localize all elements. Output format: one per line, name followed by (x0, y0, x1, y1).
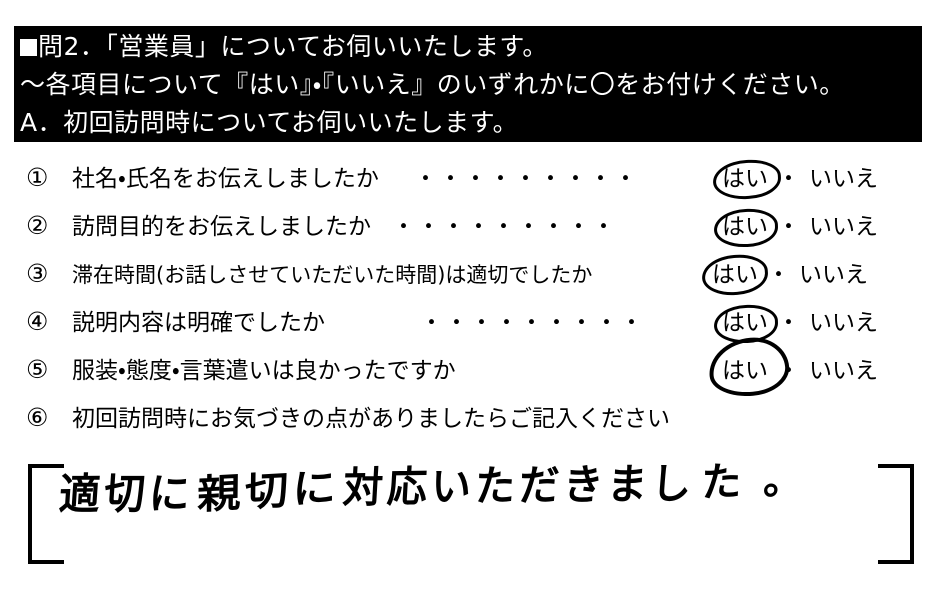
handwritten-part-4: た 。 (700, 455, 809, 507)
question-row-2: ② 訪問目的をお伝えしましたか ・・・・・・・・・ はい・いいえ (0, 204, 944, 252)
handwritten-part-1: 適切に (57, 468, 196, 520)
header-line-1-text: 問2．「営業員」についてお伺いいたします。 (38, 32, 548, 61)
question-row-4: ④ 説明内容は明確でしたか ・・・・・・・・・ はい・いいえ (0, 300, 944, 348)
answer-separator-1: ・ (777, 166, 800, 192)
filled-square-icon (20, 39, 37, 56)
question-row-5: ⑤ 服装・態度・言葉遣いは良かったですか はい・いいえ (0, 334, 944, 400)
answer-choices-1: はい・いいえ (712, 158, 878, 201)
question-number-4: ④ (26, 307, 49, 336)
question-text-2: 訪問目的をお伝えしましたか (72, 214, 371, 240)
answer-no-5[interactable]: いいえ (809, 358, 878, 384)
answer-no-4[interactable]: いいえ (809, 310, 878, 336)
answer-choices-3: はい・いいえ (700, 252, 868, 298)
answer-no-3[interactable]: いいえ (799, 262, 868, 288)
question-text-6: 初回訪問時にお気づきの点がありましたらご記入ください (72, 406, 670, 432)
answer-yes-4[interactable]: はい (713, 303, 779, 345)
answer-yes-label-5: はい (722, 358, 768, 384)
question-number-3: ③ (26, 259, 49, 288)
answer-no-2[interactable]: いいえ (809, 214, 878, 240)
dot-leader-1: ・・・・・・・・・ (414, 166, 639, 192)
answer-yes-label-3: はい (712, 262, 758, 288)
dot-leader-2: ・・・・・・・・・ (392, 214, 617, 240)
answer-yes-1[interactable]: はい (712, 158, 782, 201)
answer-choices-5: はい・いいえ (706, 334, 878, 400)
answer-separator-3: ・ (767, 262, 790, 288)
question-text-5: 服装・態度・言葉遣いは良かったですか (72, 358, 456, 384)
question-number-5: ⑤ (26, 355, 49, 384)
header-line-1: 問2．「営業員」についてお伺いいたします。 (20, 28, 922, 66)
question-number-6: ⑥ (26, 403, 49, 432)
answer-yes-label-1: はい (722, 166, 768, 192)
handwritten-part-2: 親切に (197, 463, 341, 519)
answer-yes-5[interactable]: はい (706, 334, 792, 400)
answer-choices-4: はい・いいえ (713, 303, 878, 345)
question-row-1: ① 社名・氏名をお伝えしましたか ・・・・・・・・・ はい・いいえ (0, 156, 944, 204)
question-row-3: ③ 滞在時間(お話しさせていただいた時間)は適切でしたか はい・いいえ (0, 252, 944, 300)
question-list: ① 社名・氏名をお伝えしましたか ・・・・・・・・・ はい・いいえ ② 訪問目的… (0, 156, 944, 444)
answer-separator-2: ・ (777, 214, 800, 240)
question-text-3: 滞在時間(お話しさせていただいた時間)は適切でしたか (72, 263, 593, 287)
question-number-2: ② (26, 211, 49, 240)
comment-bracket-left-icon (28, 464, 64, 564)
header-line-2: 〜各項目について『はい』・『いいえ』のいずれかに〇をお付けください。 (20, 70, 845, 99)
answer-yes-3[interactable]: はい (700, 252, 770, 298)
answer-no-1[interactable]: いいえ (809, 166, 878, 192)
question-number-1: ① (26, 163, 49, 192)
header-line-3: A．初回訪問時についてお伺いいたします。 (20, 108, 519, 137)
answer-yes-label-4: はい (722, 310, 768, 336)
answer-yes-2[interactable]: はい (713, 207, 779, 249)
handwritten-comment-text: 適切に親切に対応いただきました 。 (57, 450, 809, 526)
handwritten-part-3: 対応いただきまし (341, 459, 697, 513)
question-row-6: ⑥ 初回訪問時にお気づきの点がありましたらご記入ください (0, 396, 944, 444)
question-text-4: 説明内容は明確でしたか (72, 310, 325, 336)
question-text-1: 社名・氏名をお伝えしましたか (72, 166, 379, 192)
answer-separator-4: ・ (777, 310, 800, 336)
answer-yes-label-2: はい (722, 214, 768, 240)
survey-header-block: 問2．「営業員」についてお伺いいたします。 〜各項目について『はい』・『いいえ』… (14, 26, 922, 142)
answer-separator-5: ・ (777, 358, 800, 384)
dot-leader-4: ・・・・・・・・・ (420, 310, 645, 336)
answer-choices-2: はい・いいえ (713, 207, 878, 249)
free-comment-area[interactable]: 適切に親切に対応いただきました 。 (0, 452, 944, 582)
comment-bracket-right-icon (878, 464, 914, 564)
